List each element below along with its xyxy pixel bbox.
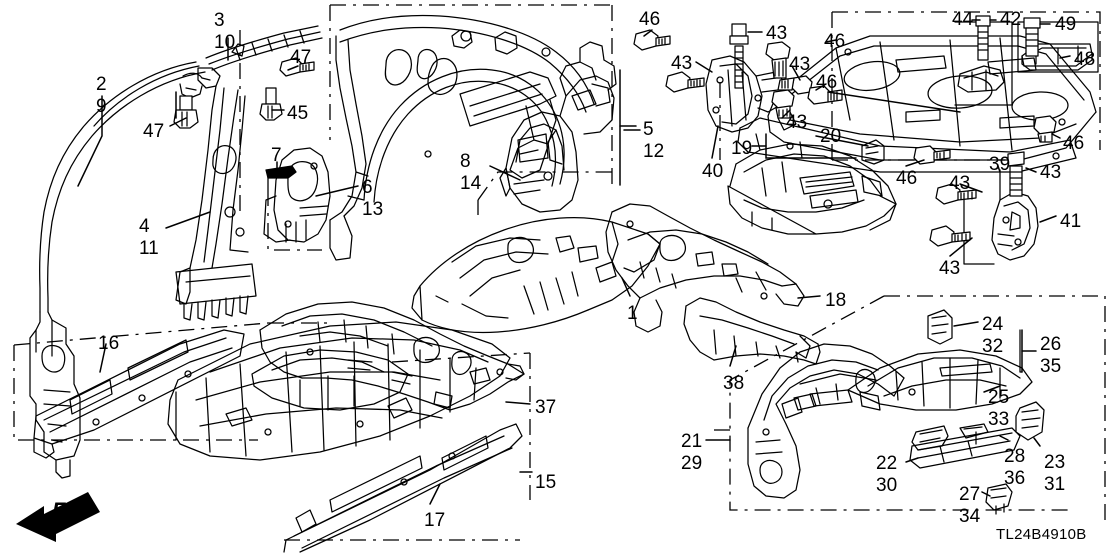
callout-18: 18: [825, 290, 847, 311]
part-bracket-42: [957, 65, 1005, 93]
callout-43-a: 43: [766, 23, 788, 44]
group-box-48-49: [1017, 21, 1099, 73]
bolt-45: [259, 87, 283, 121]
callout-20: 20: [820, 126, 842, 147]
part-bracket-28-36: [959, 423, 989, 445]
part-bracket-23-31: [1015, 401, 1045, 441]
bolt-43-f: [935, 183, 977, 205]
bolt-43-e: [1007, 151, 1025, 197]
part-main-floor-assembly: [167, 321, 511, 461]
bolt-46-d: [913, 145, 951, 165]
callout-41: 41: [1060, 211, 1082, 232]
callout-48: 48: [1074, 49, 1096, 70]
part-roof-side-rail-3-10: [179, 25, 323, 99]
group-box-15: [284, 352, 533, 541]
callout-26-35: 26 35: [1040, 334, 1062, 377]
callout-5-12: 5 12: [643, 119, 665, 162]
callout-43-e: 43: [1040, 162, 1062, 183]
callout-38: 38: [723, 373, 745, 394]
part-rear-crossmember-18: [605, 203, 805, 333]
bolt-46-b: [765, 41, 791, 79]
bolt-49: [1023, 17, 1041, 57]
part-rear-pillar-6-13: [263, 147, 331, 243]
callout-46-c: 46: [816, 72, 838, 93]
group-box-21-29: [712, 295, 1106, 525]
part-wheelhouse-8-14: [499, 41, 617, 213]
callout-47-upper: 47: [290, 47, 312, 68]
callout-46-e: 46: [1063, 133, 1085, 154]
bolt-43-g: [929, 225, 971, 247]
part-side-frame-37: [259, 301, 525, 411]
callout-40: 40: [702, 161, 724, 182]
callout-46-a: 46: [639, 9, 661, 30]
part-bracket-25-33b: [911, 425, 949, 451]
callout-4-11: 4 11: [139, 216, 159, 259]
part-rear-lower-panel-38: [683, 297, 821, 365]
callout-15: 15: [535, 472, 557, 493]
callout-3-10: 3 10: [214, 10, 236, 53]
fr-orientation-label: FR.: [52, 498, 88, 523]
group-box-26-35: [1019, 329, 1037, 373]
callout-2-9: 2 9: [96, 74, 107, 117]
callout-19: 19: [731, 138, 753, 159]
group-box-16: [13, 322, 330, 441]
callout-42: 42: [1000, 9, 1022, 30]
bolt-43-b: [665, 71, 705, 93]
callout-43-f: 43: [949, 173, 971, 194]
callout-21-29: 21 29: [681, 431, 703, 474]
part-rear-parcel-shelf: [737, 35, 1097, 173]
diagram-code-label: TL24B4910B: [996, 526, 1087, 543]
callout-43-d: 43: [786, 112, 808, 133]
part-rear-floor-pan-25-33: [793, 349, 1033, 411]
callout-28-36: 28 36: [1004, 446, 1026, 489]
part-side-sill-16: [33, 329, 245, 459]
callout-24-32: 24 32: [982, 314, 1004, 357]
part-a-pillar-outer-2-9: [29, 61, 206, 479]
callout-47-lower: 47: [143, 121, 165, 142]
group-box-5-12: [619, 69, 637, 186]
callout-8-14: 8 14: [460, 151, 482, 194]
callout-7: 7: [271, 145, 282, 166]
callout-39: 39: [989, 154, 1011, 175]
callout-43-b: 43: [671, 53, 693, 74]
callout-49: 49: [1055, 14, 1077, 35]
callout-45: 45: [287, 103, 309, 124]
bolt-44: [975, 15, 991, 61]
part-floor-panel-1: [411, 216, 661, 334]
part-side-sill-17: [283, 423, 523, 553]
part-quarter-inner-5-12: [329, 14, 595, 261]
part-bracket-27-34: [985, 483, 1013, 515]
callout-27-34: 27 34: [959, 484, 981, 527]
callout-23-31: 23 31: [1044, 452, 1066, 495]
leader-lines: [77, 19, 1071, 505]
part-bracket-24-32: [927, 309, 953, 345]
callout-46-b: 46: [824, 31, 846, 52]
part-bracket-41: [963, 191, 1039, 265]
part-spare-wheel-well-19-20: [727, 139, 897, 235]
part-clip-7: [265, 165, 297, 179]
callout-17: 17: [424, 510, 446, 531]
callout-44: 44: [952, 9, 974, 30]
callout-43-c: 43: [789, 54, 811, 75]
fr-arrow-icon: [16, 492, 100, 542]
callout-25-33: 25 33: [988, 387, 1010, 430]
bolt-46-e: [1033, 115, 1057, 143]
callout-22-30: 22 30: [876, 453, 898, 496]
callout-16: 16: [98, 333, 120, 354]
callout-43-g: 43: [939, 258, 961, 279]
callout-37: 37: [535, 397, 557, 418]
group-box-6-13: [239, 4, 612, 251]
bolt-43-c: [777, 75, 813, 95]
callout-46-d: 46: [896, 168, 918, 189]
part-rear-frame-21-29: [747, 343, 905, 499]
part-b-pillar-4-11: [175, 85, 257, 321]
bolt-47-upper: [279, 57, 315, 77]
bolt-43-a: [729, 23, 749, 89]
bolt-46-a: [633, 29, 671, 51]
bolt-47-lower: [173, 95, 199, 129]
callout-1: 1: [627, 303, 638, 324]
callout-6-13: 6 13: [362, 177, 384, 220]
